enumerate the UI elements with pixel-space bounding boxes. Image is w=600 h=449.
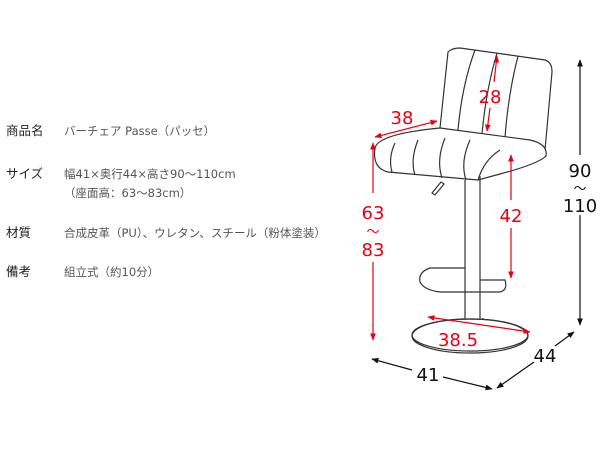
dim-total-height-max: 110 xyxy=(563,196,597,217)
spec-value: 幅41×奥行44×高さ90〜110cm xyxy=(64,167,236,181)
spec-label: 備考 xyxy=(6,264,32,279)
spec-value: バーチェア Passe（パッセ） xyxy=(64,124,216,138)
red-dimensions xyxy=(370,55,531,341)
spec-label: 商品名 xyxy=(6,123,44,138)
dim-seat-to-footrest: 42 xyxy=(500,206,523,227)
chair-dimension-diagram: 38 28 63 〜 83 42 38.5 90 〜 110 41 44 xyxy=(340,0,600,445)
spec-value: 合成皮革（PU）、ウレタン、スチール（粉体塗装） xyxy=(64,226,326,240)
spec-label: サイズ xyxy=(6,166,44,181)
black-dimensions xyxy=(371,59,583,391)
dim-seat-height-max: 83 xyxy=(362,240,385,261)
dim-seat-height-tilde: 〜 xyxy=(366,225,379,240)
dim-depth: 44 xyxy=(534,346,557,367)
dim-base-diameter: 38.5 xyxy=(438,330,478,351)
spec-label: 材質 xyxy=(6,225,32,240)
dim-width: 41 xyxy=(417,365,440,386)
dim-total-height-tilde: 〜 xyxy=(573,182,586,197)
dim-seat-depth: 38 xyxy=(391,108,414,129)
spec-value-sub: （座面高：63〜83cm） xyxy=(64,186,192,200)
spec-list: 商品名 バーチェア Passe（パッセ） サイズ 幅41×奥行44×高さ90〜1… xyxy=(6,123,326,279)
spec-value: 組立式（約10分） xyxy=(64,265,160,279)
dim-backrest-height: 28 xyxy=(479,87,502,108)
chair-illustration xyxy=(373,47,553,354)
dim-total-height-min: 90 xyxy=(569,161,592,182)
dim-seat-height-min: 63 xyxy=(362,203,385,224)
